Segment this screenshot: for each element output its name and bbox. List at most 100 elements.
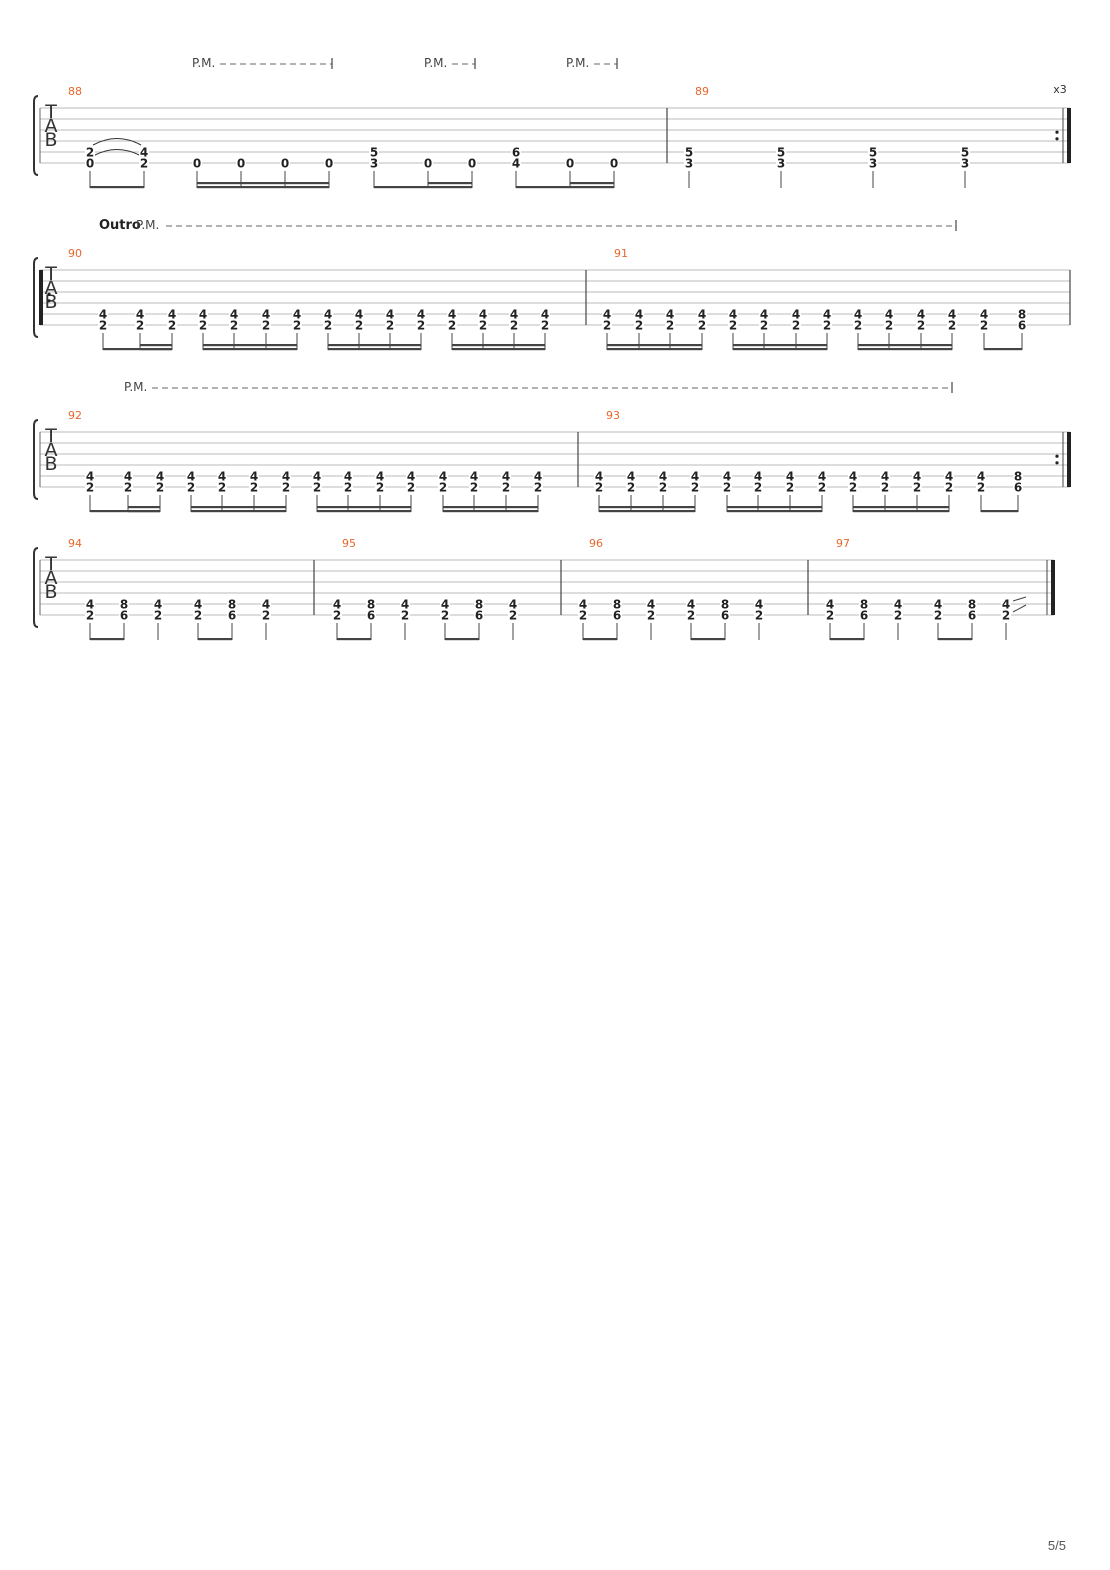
fret-mask <box>916 319 926 331</box>
fret-number: 6 <box>1014 481 1022 495</box>
beam <box>328 348 421 351</box>
fret-mask <box>354 308 364 320</box>
fret-mask <box>933 598 943 610</box>
beam <box>128 506 160 509</box>
fret-mask <box>139 157 149 169</box>
beam <box>90 510 160 513</box>
beam <box>197 182 329 185</box>
fret-mask <box>540 308 550 320</box>
fret-number: 4 <box>407 470 415 484</box>
fret-number: 2 <box>885 319 893 333</box>
bar-number: 90 <box>68 247 82 260</box>
repeat-dot <box>1055 137 1059 141</box>
fret-mask <box>509 319 519 331</box>
fret-mask <box>261 308 271 320</box>
fret-mask <box>753 470 763 482</box>
fret-mask <box>198 319 208 331</box>
fret-mask <box>684 146 694 158</box>
fret-number: 2 <box>647 609 655 623</box>
fret-number: 2 <box>826 609 834 623</box>
fret-mask <box>880 470 890 482</box>
fret-number: 4 <box>448 308 456 322</box>
fret-number: 4 <box>355 308 363 322</box>
fret-number: 4 <box>156 470 164 484</box>
fret-number: 8 <box>1018 308 1026 322</box>
beam <box>197 186 329 189</box>
fret-number: 5 <box>961 146 969 160</box>
fret-number: 6 <box>1018 319 1026 333</box>
fret-number: 4 <box>754 470 762 484</box>
fret-mask <box>976 470 986 482</box>
fret-mask <box>469 470 479 482</box>
fret-number: 2 <box>282 481 290 495</box>
fret-mask <box>578 609 588 621</box>
fret-number: 4 <box>124 470 132 484</box>
fret-mask <box>366 609 376 621</box>
fret-number: 4 <box>417 308 425 322</box>
fret-number: 4 <box>262 598 270 612</box>
beam <box>733 344 827 347</box>
fret-mask <box>261 598 271 610</box>
fret-number: 2 <box>140 157 148 171</box>
fret-number: 4 <box>913 470 921 484</box>
bar-number: 94 <box>68 537 82 550</box>
fret-number: 4 <box>441 598 449 612</box>
fret-number: 4 <box>86 470 94 484</box>
fret-number: 5 <box>370 146 378 160</box>
fret-number: 6 <box>860 609 868 623</box>
fret-number: 4 <box>282 470 290 484</box>
fret-mask <box>690 481 700 493</box>
fret-mask <box>324 157 334 169</box>
fret-number: 8 <box>1014 470 1022 484</box>
fret-number: 2 <box>417 319 425 333</box>
fret-number: 2 <box>230 319 238 333</box>
system-bracket <box>33 257 39 338</box>
fret-mask <box>1013 481 1023 493</box>
fret-mask <box>947 319 957 331</box>
fret-number: 2 <box>262 609 270 623</box>
fret-mask <box>227 598 237 610</box>
fret-mask <box>578 598 588 610</box>
fret-mask <box>880 481 890 493</box>
fret-mask <box>754 598 764 610</box>
bar-number: 88 <box>68 85 82 98</box>
tab-clef-letter: A <box>45 439 58 461</box>
fret-number: 2 <box>509 609 517 623</box>
fret-mask <box>323 308 333 320</box>
fret-mask <box>859 609 869 621</box>
fret-number: 8 <box>860 598 868 612</box>
repeat-start-thick <box>39 270 43 325</box>
fret-number: 2 <box>194 609 202 623</box>
fret-mask <box>438 470 448 482</box>
fret-mask <box>249 481 259 493</box>
fret-mask <box>728 308 738 320</box>
beam <box>733 348 827 351</box>
tab-clef-letter: B <box>44 581 57 603</box>
fret-mask <box>825 609 835 621</box>
fret-number: 4 <box>376 470 384 484</box>
fret-number: 4 <box>647 598 655 612</box>
fret-number: 2 <box>293 319 301 333</box>
fret-mask <box>722 470 732 482</box>
fret-number: 4 <box>401 598 409 612</box>
fret-number: 4 <box>534 470 542 484</box>
fret-number: 2 <box>659 481 667 495</box>
fret-mask <box>343 470 353 482</box>
fret-mask <box>406 481 416 493</box>
fret-number: 2 <box>344 481 352 495</box>
fret-number: 2 <box>755 609 763 623</box>
fret-number: 4 <box>479 308 487 322</box>
beam <box>203 344 297 347</box>
fret-number: 2 <box>324 319 332 333</box>
fret-number: 2 <box>187 481 195 495</box>
beam <box>599 510 695 513</box>
fret-mask <box>791 308 801 320</box>
fret-number: 0 <box>237 157 245 171</box>
fret-number: 0 <box>424 157 432 171</box>
fret-number: 2 <box>386 319 394 333</box>
fret-mask <box>1013 470 1023 482</box>
fret-mask <box>822 308 832 320</box>
